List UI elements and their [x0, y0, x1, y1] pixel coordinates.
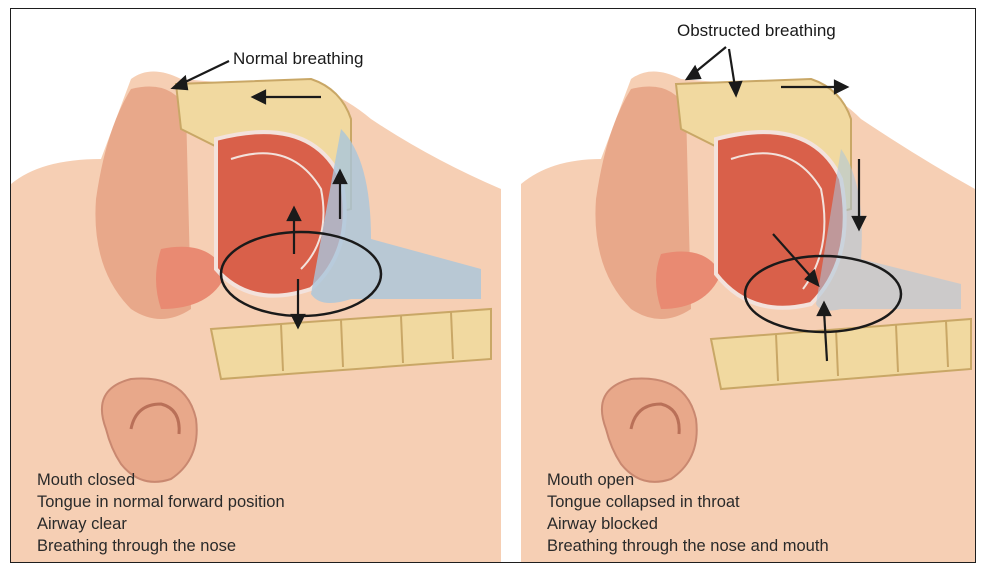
caption-line: Mouth open: [547, 469, 829, 491]
figure-frame: Normal breathing Mouth closed Tongue in …: [10, 8, 976, 563]
caption-line: Breathing through the nose and mouth: [547, 535, 829, 557]
caption-list: Mouth closed Tongue in normal forward po…: [37, 469, 285, 557]
caption-line: Tongue in normal forward position: [37, 491, 285, 513]
caption-line: Tongue collapsed in throat: [547, 491, 829, 513]
arrow-to-nostril: [693, 47, 726, 74]
caption-line: Mouth closed: [37, 469, 285, 491]
panel-obstructed-breathing: Obstructed breathing Mouth open Tongue c…: [521, 9, 975, 562]
caption-list: Mouth open Tongue collapsed in throat Ai…: [547, 469, 829, 557]
panel-title: Normal breathing: [233, 49, 363, 69]
caption-line: Airway clear: [37, 513, 285, 535]
caption-line: Airway blocked: [547, 513, 829, 535]
panel-normal-breathing: Normal breathing Mouth closed Tongue in …: [11, 9, 501, 562]
caption-line: Breathing through the nose: [37, 535, 285, 557]
panel-title: Obstructed breathing: [677, 21, 836, 41]
